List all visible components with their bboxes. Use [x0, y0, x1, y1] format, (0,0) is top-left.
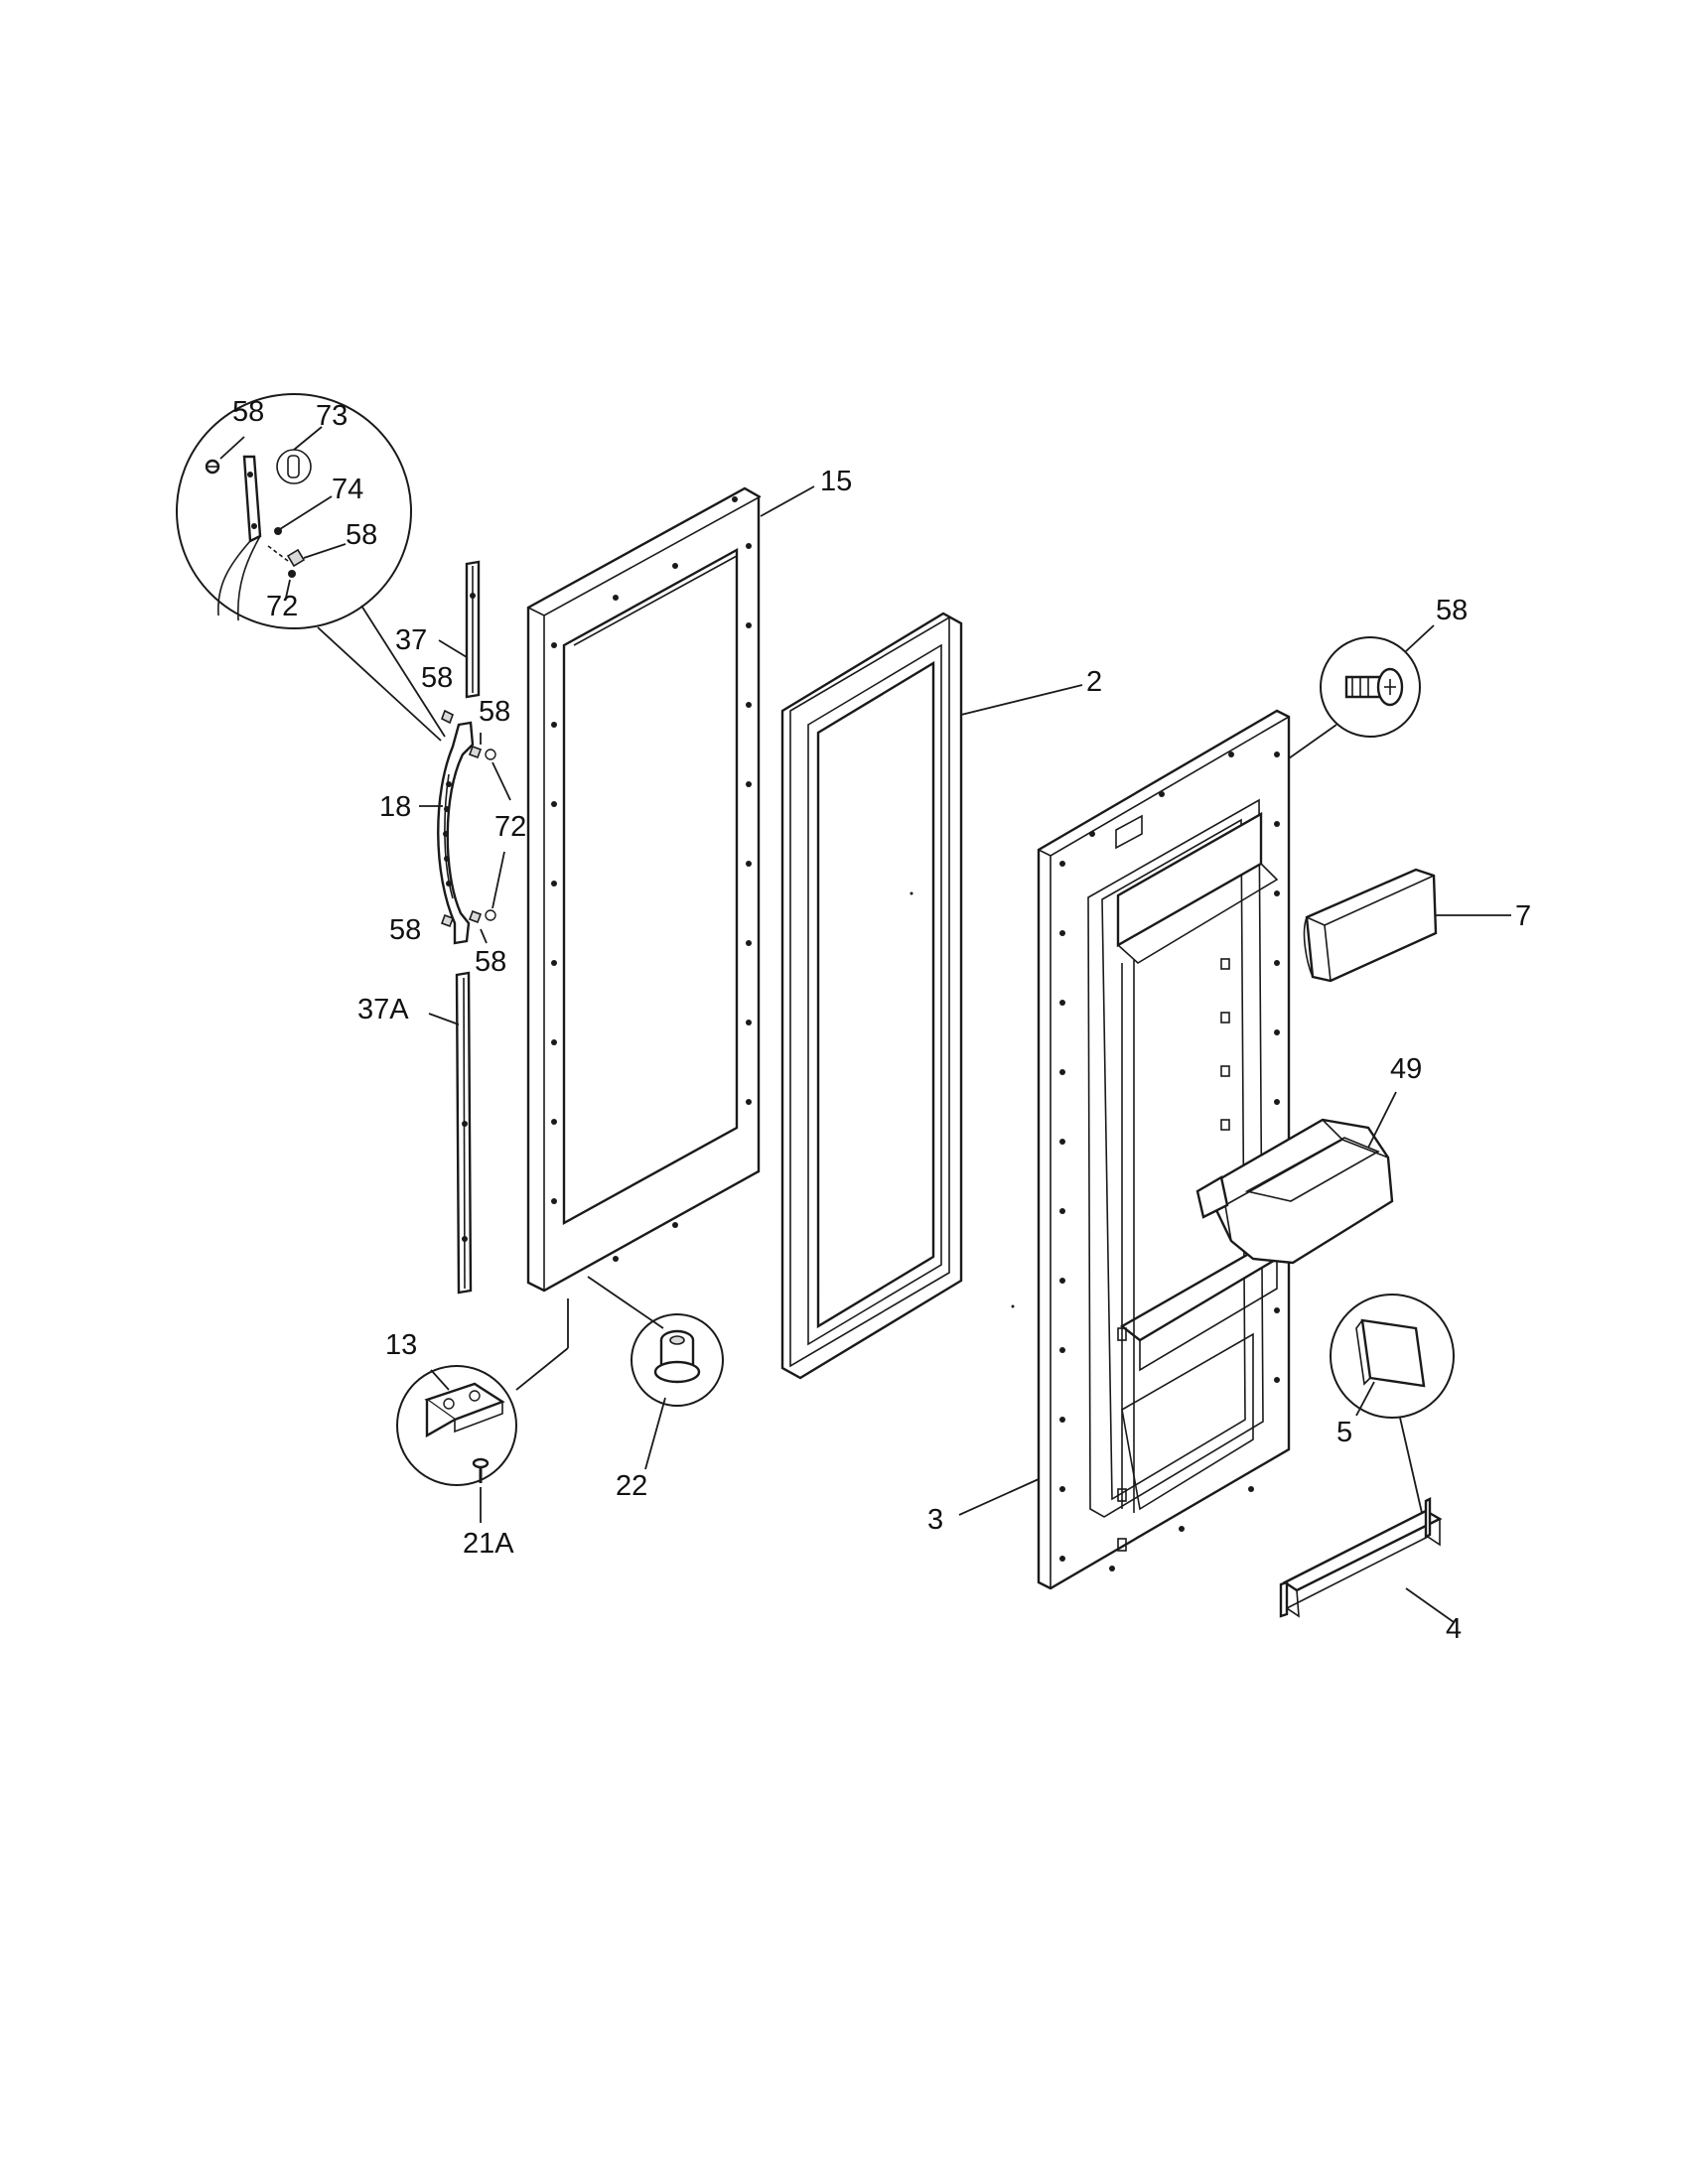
part-7-cover	[1303, 868, 1511, 983]
callout-49: 49	[1390, 1053, 1422, 1085]
callout-5: 5	[1336, 1417, 1352, 1448]
screw-58-handle-bl	[440, 913, 455, 928]
callout-72: 72	[494, 811, 526, 843]
callout-37a: 37A	[357, 994, 409, 1025]
part-22-detail-circle	[631, 1313, 724, 1470]
screw-58-handle-tr	[468, 745, 483, 759]
callout-13: 13	[385, 1329, 417, 1361]
callout-58: 58	[479, 696, 510, 728]
callout-37: 37	[395, 624, 427, 656]
screw-58-detail-circle	[1288, 624, 1435, 759]
callout-72: 72	[266, 591, 298, 622]
callout-58: 58	[389, 914, 421, 946]
callout-21a: 21A	[463, 1528, 514, 1560]
callout-58: 58	[475, 946, 506, 978]
callout-58: 58	[232, 396, 264, 428]
part-37-trim	[438, 560, 481, 699]
part-49-door-bin	[1195, 1091, 1397, 1265]
part-5-detail-circle	[1330, 1294, 1455, 1514]
screw-58-handle-br	[468, 909, 483, 924]
part-3-door-liner	[958, 709, 1291, 1590]
callout-73: 73	[316, 400, 348, 432]
callout-2: 2	[1086, 666, 1102, 698]
part-15-door-frame	[515, 485, 815, 1391]
callout-58: 58	[346, 519, 377, 551]
part-4-retainer-bar	[1279, 1497, 1455, 1623]
callout-7: 7	[1515, 900, 1531, 932]
screw-58-handle-tl	[440, 709, 455, 725]
callout-58: 58	[421, 662, 453, 694]
part-18-handle	[419, 709, 511, 945]
callout-58: 58	[1436, 595, 1468, 626]
callout-labels: 58 73 74 58 72 15 2 58 37 58 58 18 72 58…	[232, 396, 1531, 1645]
hinge-detail-circle	[176, 393, 446, 742]
part-2-gasket	[780, 612, 1083, 1380]
callout-74: 74	[332, 474, 363, 505]
callout-4: 4	[1446, 1613, 1462, 1645]
part-13-detail-circle	[396, 1365, 517, 1523]
callout-15: 15	[820, 466, 852, 497]
screw-58-detail-a	[205, 459, 220, 475]
part-37a-trim	[428, 971, 473, 1295]
screw-58-detail-b	[286, 548, 306, 568]
callout-22: 22	[616, 1470, 647, 1502]
callout-18: 18	[379, 791, 411, 823]
screw-21a	[472, 1457, 490, 1483]
callout-3: 3	[927, 1504, 943, 1536]
